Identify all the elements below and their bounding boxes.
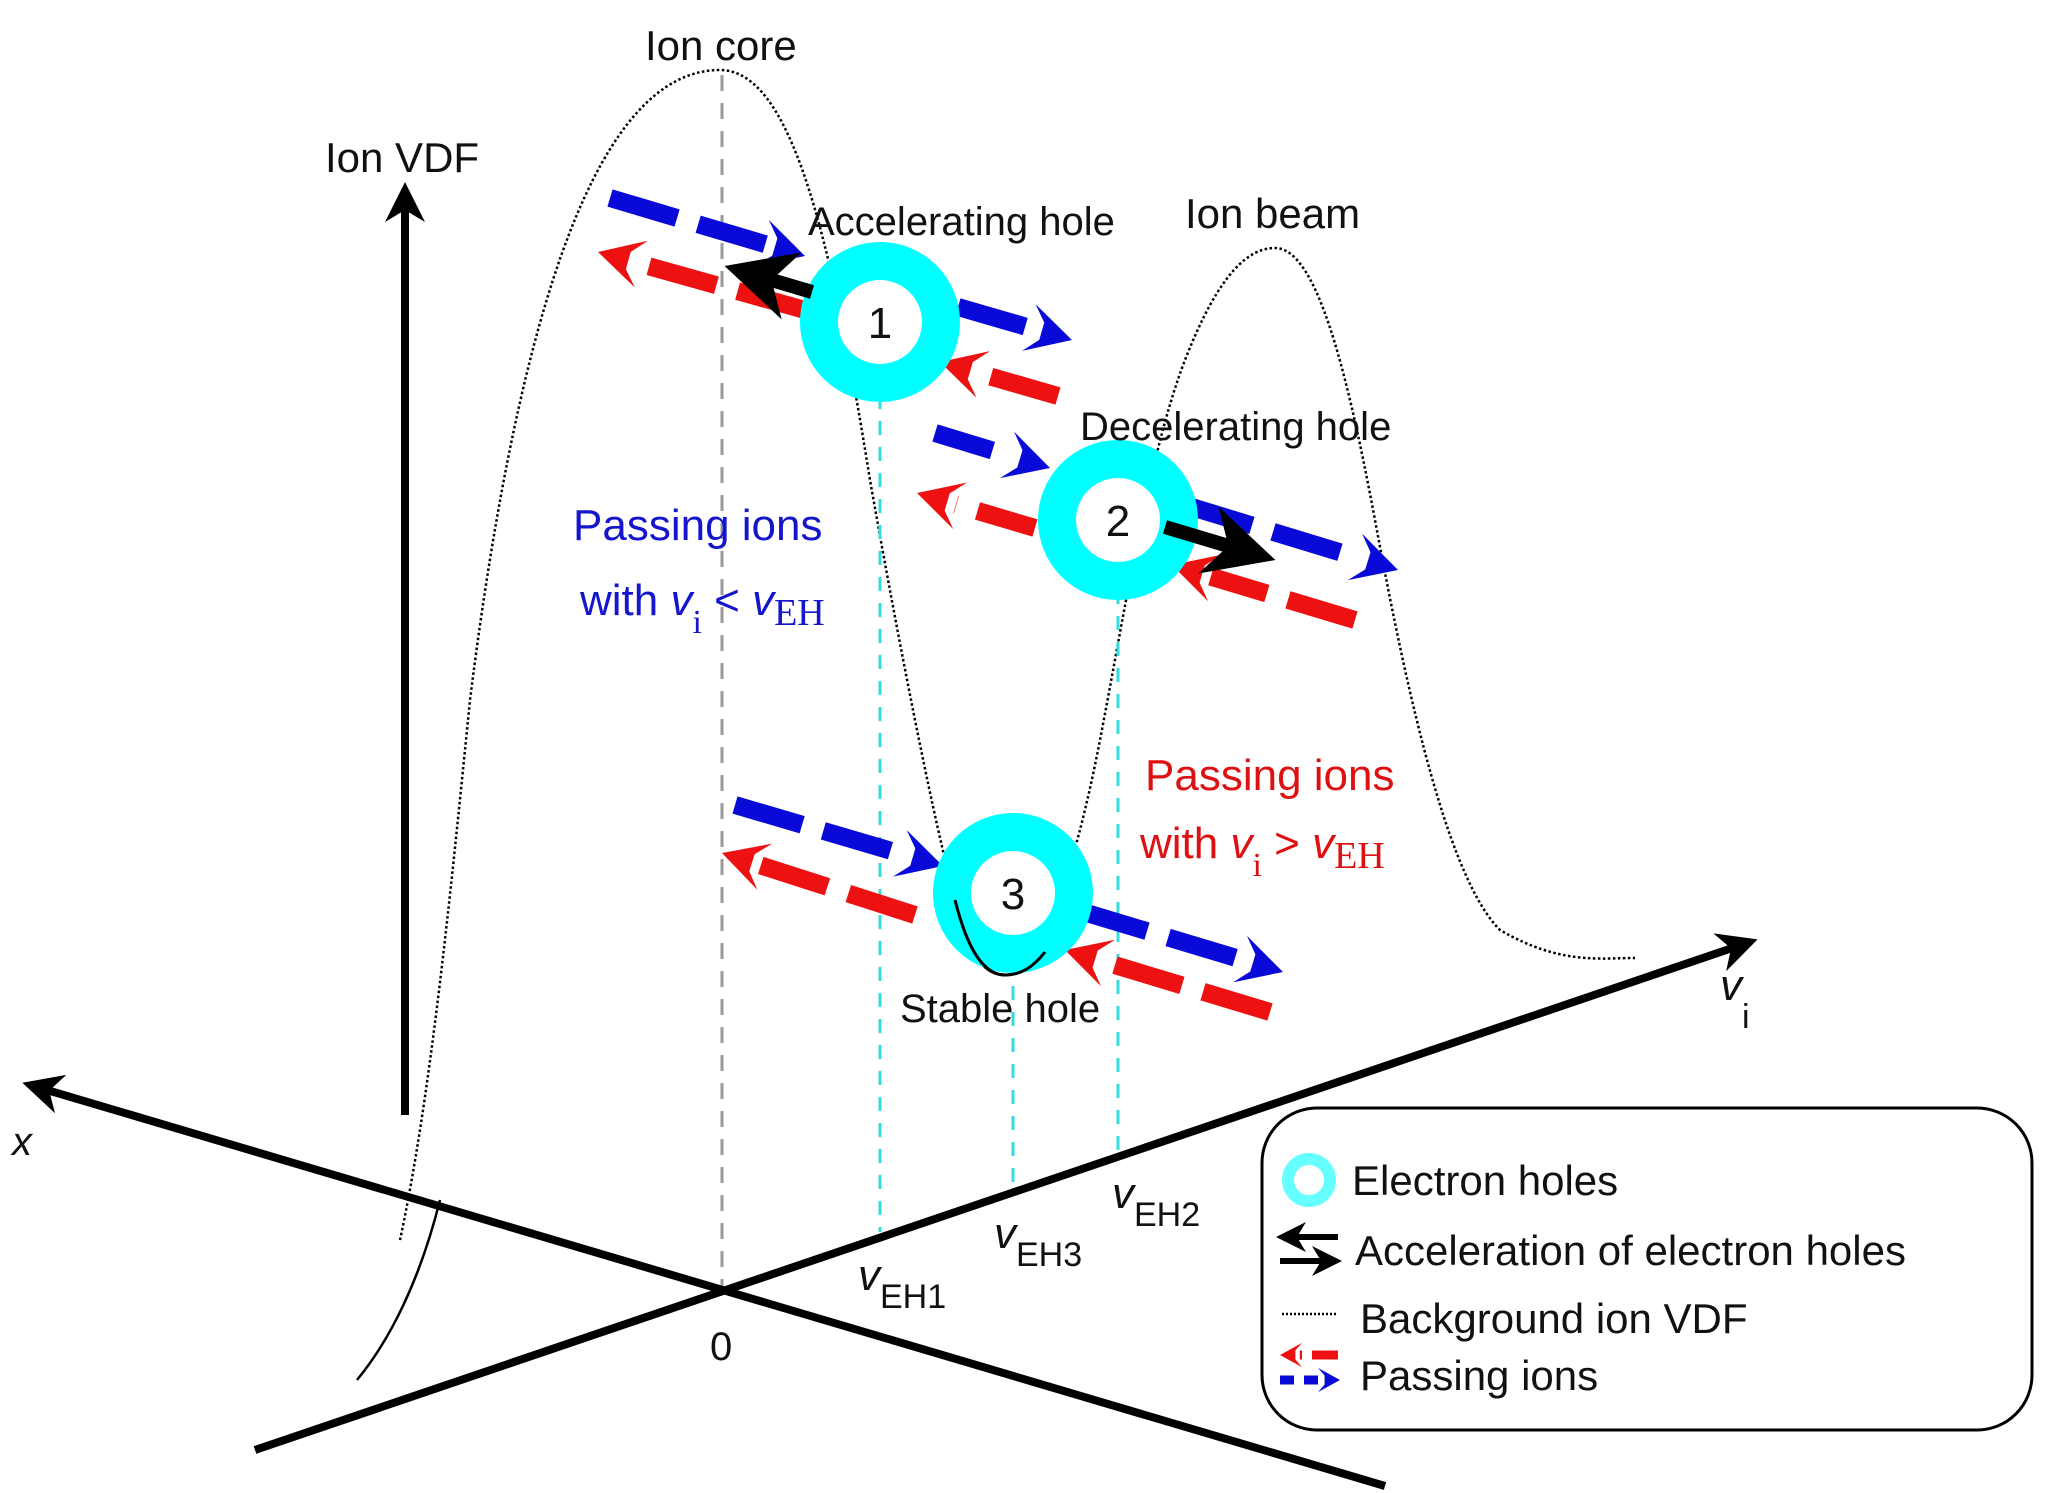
legend-red-arrow — [1280, 1342, 1338, 1368]
x-axis — [22, 1074, 1387, 1490]
axes — [22, 182, 1758, 1490]
double-arrow-black-icon — [1276, 1222, 1342, 1276]
legend-label-passing-ions: Passing ions — [1360, 1352, 1598, 1399]
hole-2-red-arrow-out — [917, 482, 1038, 537]
hole-2-blue-arrow-in — [932, 424, 1050, 479]
legend-blue-arrow — [1280, 1367, 1340, 1393]
v-axis-label: vi — [1720, 961, 1750, 1036]
slow-ions-line1: Passing ions — [573, 501, 822, 550]
accelerating-hole-label: Accelerating hole — [808, 200, 1115, 244]
hole-3-red-arrow-out — [722, 843, 918, 924]
slow-ions-line2: with vi < vEH — [579, 576, 825, 641]
hole-3-blue-arrow-out — [1077, 902, 1283, 983]
electron-hole-2: 2 — [1038, 440, 1198, 600]
hole-1-red-arrow-in — [940, 351, 1061, 405]
electron-hole-ring-icon — [1282, 1153, 1336, 1207]
fast-ions-line1: Passing ions — [1145, 751, 1394, 800]
legend-box — [1260, 1106, 2034, 1432]
veh2-tick-label: vEH2 — [1112, 1169, 1200, 1234]
legend-label-acceleration: Acceleration of electron holes — [1355, 1227, 1906, 1274]
veh3-tick-label: vEH3 — [994, 1209, 1082, 1274]
legend: Electron holes Acceleration of electron … — [1260, 1106, 2034, 1432]
hole-number-3: 3 — [1001, 870, 1025, 919]
hole-2-acceleration-arrow — [1162, 506, 1276, 574]
origin-label: 0 — [710, 1325, 732, 1369]
hole-1-blue-arrow-out — [955, 298, 1072, 351]
hole-3-blue-arrow-in — [732, 796, 943, 877]
ion-beam-label: Ion beam — [1185, 190, 1360, 237]
legend-label-electron-holes: Electron holes — [1352, 1157, 1618, 1204]
vdf-curve-over-hole-3 — [953, 899, 1047, 977]
electron-hole-ring-icon — [1038, 440, 1198, 600]
electron-hole-3: 3 — [933, 813, 1093, 973]
v-axis — [253, 933, 1758, 1454]
hole-2-red-arrow-in — [1172, 554, 1358, 629]
vdf-curve-solid-left — [356, 1199, 442, 1381]
electron-hole-1: 1 — [800, 242, 960, 402]
hole-3-red-arrow-in — [1065, 939, 1273, 1021]
stable-hole-label: Stable hole — [900, 987, 1100, 1031]
dashed-double-arrow-red-blue-icon — [1280, 1342, 1340, 1393]
hole-number-2: 2 — [1106, 497, 1130, 546]
hole-number-1: 1 — [868, 299, 892, 348]
electron-hole-ring-icon — [800, 242, 960, 402]
x-axis-label: x — [10, 1120, 34, 1164]
ion-core-label: Ion core — [645, 22, 797, 69]
vdf-axis-label: Ion VDF — [325, 134, 479, 181]
vdf-curve-dotted — [398, 68, 1636, 1241]
fast-ions-line2: with vi > vEH — [1139, 819, 1385, 884]
legend-label-background-vdf: Background ion VDF — [1360, 1295, 1748, 1342]
hole-1-acceleration-arrow — [724, 252, 814, 320]
hole-1-blue-arrow-in — [607, 189, 805, 267]
electron-hole-ring-icon — [933, 813, 1093, 973]
veh1-tick-label: vEH1 — [858, 1251, 946, 1316]
decelerating-hole-label: Decelerating hole — [1080, 405, 1391, 449]
